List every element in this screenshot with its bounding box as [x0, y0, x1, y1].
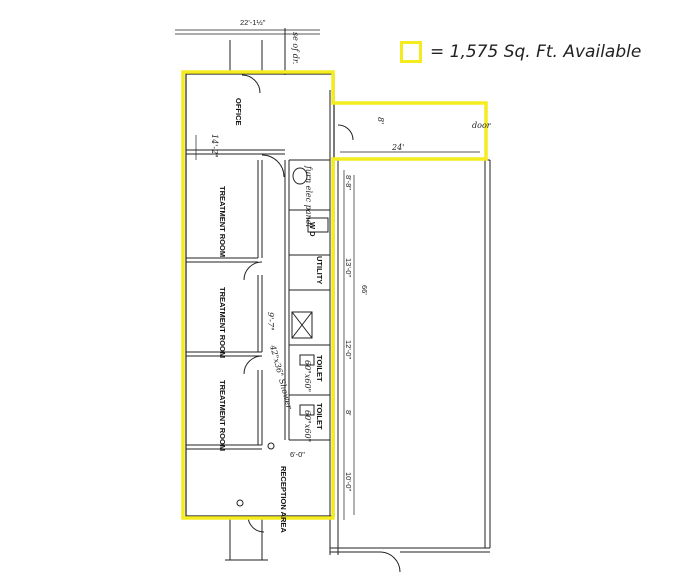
legend-swatch — [400, 41, 422, 63]
door-note: door — [472, 121, 492, 130]
legend: = 1,575 Sq. Ft. Available — [400, 38, 641, 66]
reception-line: RECEPTION AREA — [279, 466, 288, 533]
furnace-note-line: furn elec panel — [304, 165, 313, 227]
toilet-label-1: TOILET — [315, 355, 324, 382]
corridor-depth-dim: 8' — [376, 117, 385, 124]
segment-2-dim: 13'-0" — [344, 258, 353, 277]
office-label: OFFICE — [234, 98, 243, 126]
treatment-room-1-line: TREATMENT ROOM — [218, 186, 227, 257]
segment-3-dim: 12'-0" — [344, 340, 353, 359]
treatment-room-label-3: TREATMENT ROOM — [218, 380, 227, 451]
toilet-size-note-2: 60"x60" — [303, 410, 312, 442]
ref-note: 9'-7" — [266, 312, 275, 331]
treatment-room-3-line: TREATMENT ROOM — [218, 380, 227, 451]
available-area-outline — [181, 70, 488, 520]
total-length-dim: 66' — [360, 285, 369, 295]
segment-5-dim: 10'-0" — [344, 472, 353, 491]
reception-label: RECEPTION AREA — [279, 466, 288, 533]
furnace-note: furn elec panel — [304, 165, 313, 227]
treatment-room-label-1: TREATMENT ROOM — [218, 186, 227, 257]
office-depth-dim: 14'-2" — [210, 134, 219, 158]
segment-4-dim: 8' — [344, 410, 353, 416]
top-right-note: se of dr. — [291, 32, 300, 64]
reception-width-dim: 6'-0" — [290, 450, 305, 459]
utility-label: UTILITY — [315, 256, 324, 284]
corridor-width-dim: 24' — [391, 143, 404, 152]
treatment-room-label-2: TREATMENT ROOM — [218, 287, 227, 358]
toilet-size-note-1: 60"x60" — [303, 360, 312, 392]
legend-text: = 1,575 Sq. Ft. Available — [430, 42, 642, 62]
treatment-room-2-line: TREATMENT ROOM — [218, 287, 227, 358]
shower-note: 42"x36" Shower — [268, 343, 294, 411]
wd-label: W D — [308, 222, 317, 237]
top-width-dim: 22'-1½" — [240, 18, 266, 27]
segment-1-dim: 8'-8" — [344, 175, 353, 190]
toilet-label-2: TOILET — [315, 403, 324, 430]
